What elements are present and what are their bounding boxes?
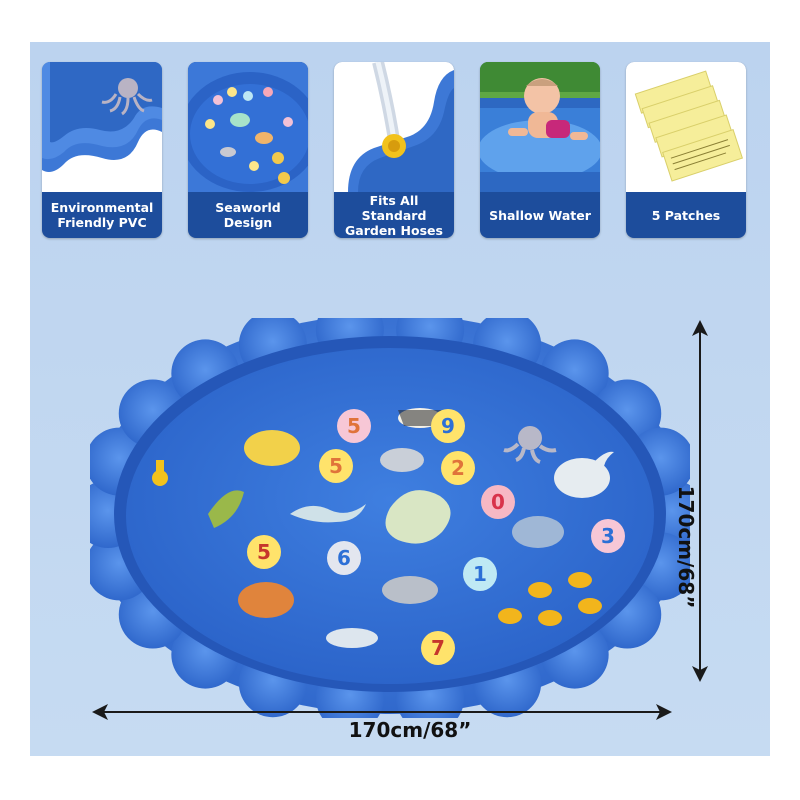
manatee-icon	[380, 448, 424, 472]
coral-reef-icon	[385, 490, 451, 544]
number-disc	[247, 535, 281, 569]
number-disc	[481, 485, 515, 519]
shark-icon	[326, 628, 378, 648]
number-disc-label: 6	[337, 546, 351, 570]
feature-card-seaworld: Seaworld Design	[188, 62, 308, 238]
garden-hose-photo-icon	[334, 62, 454, 192]
number-disc-label: 2	[451, 456, 465, 480]
number-disc	[441, 451, 475, 485]
pufferfish-icon	[244, 430, 300, 466]
number-disc	[337, 409, 371, 443]
number-disc	[463, 557, 497, 591]
feature-card-hose: Fits All Standard Garden Hoses	[334, 62, 454, 238]
seahorse-icon	[290, 504, 366, 523]
number-disc	[319, 449, 353, 483]
feature-card-patches: 5 Patches	[626, 62, 746, 238]
number-disc-label: 9	[441, 414, 455, 438]
height-dimension-label: 170cm/68”	[674, 485, 698, 609]
number-disc	[431, 409, 465, 443]
baby-in-pool-photo-icon	[480, 62, 600, 192]
dolphin-icon	[382, 576, 438, 604]
seaworld-mat-photo-icon	[188, 62, 308, 192]
number-disc-label: 5	[257, 540, 271, 564]
sea-creature-icon	[512, 516, 564, 548]
splash-pad-image: 5 9 5 2 0 3 5 6 1 7	[74, 295, 706, 733]
feature-card-shallow: Shallow Water	[480, 62, 600, 238]
height-arrow-icon	[692, 320, 708, 682]
product-panel: Environmental Friendly PVC	[30, 42, 770, 756]
number-disc	[327, 541, 361, 575]
feature-label: 5 Patches	[651, 207, 721, 223]
number-disc-label: 3	[601, 524, 615, 548]
hose-connector-icon	[152, 470, 168, 486]
number-disc	[591, 519, 625, 553]
feature-label: Fits All Standard Garden Hoses	[345, 192, 443, 238]
number-disc-label: 7	[431, 636, 445, 660]
feature-label: Seaworld Design	[215, 200, 281, 230]
feature-card-pvc: Environmental Friendly PVC	[42, 62, 162, 238]
number-disc	[421, 631, 455, 665]
width-arrow-icon	[92, 704, 672, 720]
goldfish-group-icon	[498, 572, 602, 626]
number-disc-label: 0	[491, 490, 505, 514]
feature-label: Environmental Friendly PVC	[50, 200, 154, 230]
number-disc-label: 1	[473, 562, 487, 586]
octopus-icon	[503, 426, 557, 464]
width-dimension-label: 170cm/68”	[348, 718, 472, 742]
pvc-edge-photo-icon	[42, 62, 162, 192]
number-disc-label: 5	[347, 414, 361, 438]
number-disc-label: 5	[329, 454, 343, 478]
crab-icon	[238, 582, 294, 618]
instruction-patches-photo-icon	[626, 62, 746, 192]
whale-icon	[554, 458, 610, 498]
squid-icon	[208, 490, 244, 528]
feature-label: Shallow Water	[489, 207, 591, 223]
